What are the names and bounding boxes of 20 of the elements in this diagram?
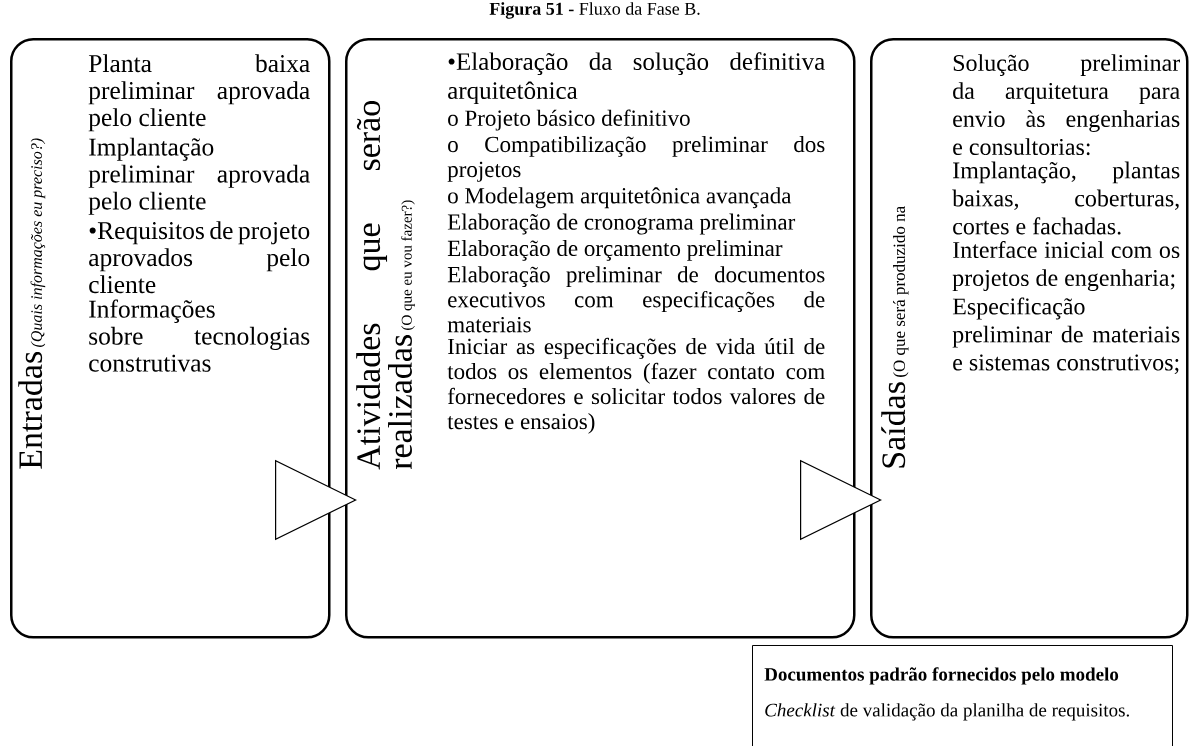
list-item: Informações sobre tecnologias construtivas (89, 299, 310, 372)
list-item: •Requisitos de projeto aprovados pelo cliente (89, 221, 310, 294)
note-heading: Documentos padrão fornecidos pelo modelo (764, 667, 1119, 685)
column-heading: Entradas(Quais informações eu preciso?) (18, 138, 46, 469)
list-item: Elaboração de orçamento preliminar (447, 239, 783, 261)
list-item: o Modelagem arquitetônica avançada (448, 187, 792, 209)
list-item: Elaboração de cronograma preliminar (447, 213, 796, 235)
list-item: Implantação, plantas baixas, coberturas, cortes e fachadas. (952, 161, 1180, 235)
list-item: Implantação preliminar aprovada pelo cliente (88, 137, 310, 215)
list-item: Solução preliminar da arquitetura para envio às engenharias e consultorias: (953, 54, 1180, 156)
list-item: Elaboração preliminar de documentos executivos com especificações de materiais (447, 266, 825, 333)
list-item: o Projeto básico definitivo (448, 109, 690, 131)
list-item: Especificação preliminar de materiais e sistemas construtivos; (952, 297, 1180, 375)
list-item: Interface inicial com os projetos de engenharia; (952, 241, 1180, 292)
list-item: •Elaboração da solução definitiva arquitetônica (448, 52, 825, 105)
list-item: Planta baixa preliminar aprovada pelo cliente (88, 54, 310, 132)
figure-title: Figura 51 - Fluxo da Fase B. (489, 2, 700, 19)
list-item: Iniciar as especificações de vida útil de todos os elementos (fazer contato com fornecedores e solicitar todos valores de testes e ensaios) (447, 337, 825, 434)
column-heading: Saídas(O que será produzido na (881, 206, 909, 468)
note-text: Checklist de validação da planilha de requisitos. (765, 703, 1129, 721)
